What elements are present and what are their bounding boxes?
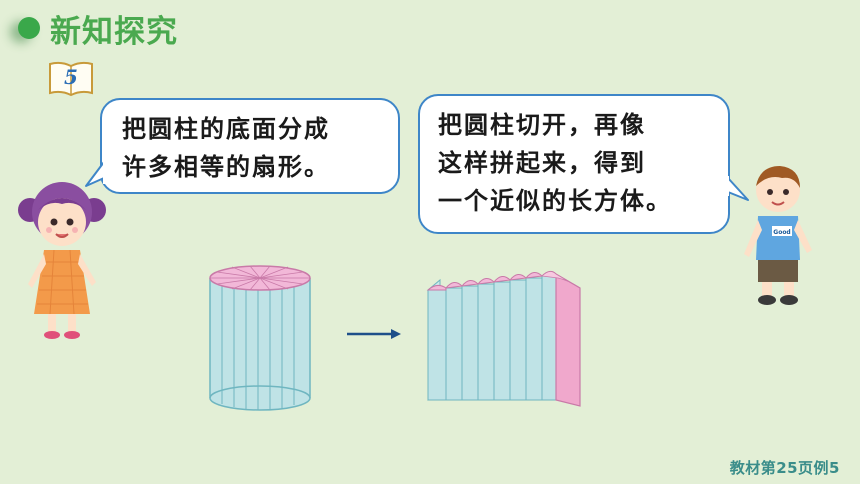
bubble-tail-right — [726, 176, 749, 201]
bubble-line: 一个近似的长方体。 — [438, 187, 672, 215]
boy-illustration: Good — [744, 166, 812, 305]
open-book-icon — [49, 61, 93, 97]
speech-bubble-boy: 把圆柱切开，再像 这样拼起来，得到 一个近似的长方体。 — [418, 94, 730, 234]
cuboid-diagram — [426, 270, 581, 407]
girl-illustration — [18, 182, 106, 339]
bubble-line: 把圆柱的底面分成 — [122, 115, 330, 143]
shirt-text: Good — [773, 229, 790, 236]
bubble-line: 这样拼起来，得到 — [438, 149, 646, 177]
section-title: 新知探究 — [50, 14, 178, 50]
bubble-line: 把圆柱切开，再像 — [438, 111, 646, 139]
header-dot-icon — [18, 17, 40, 39]
bubble-tail-left — [85, 160, 106, 187]
example-number: 5 — [64, 65, 78, 89]
bubble-line: 许多相等的扇形。 — [122, 153, 330, 181]
speech-bubble-girl: 把圆柱的底面分成 许多相等的扇形。 — [100, 98, 400, 194]
right-arrow-icon — [347, 329, 401, 339]
example-badge: 5 — [47, 60, 95, 98]
section-header: 新知探究 — [0, 0, 260, 52]
textbook-reference: 教材第25页例5 — [729, 459, 840, 477]
cylinder-diagram — [209, 265, 311, 411]
